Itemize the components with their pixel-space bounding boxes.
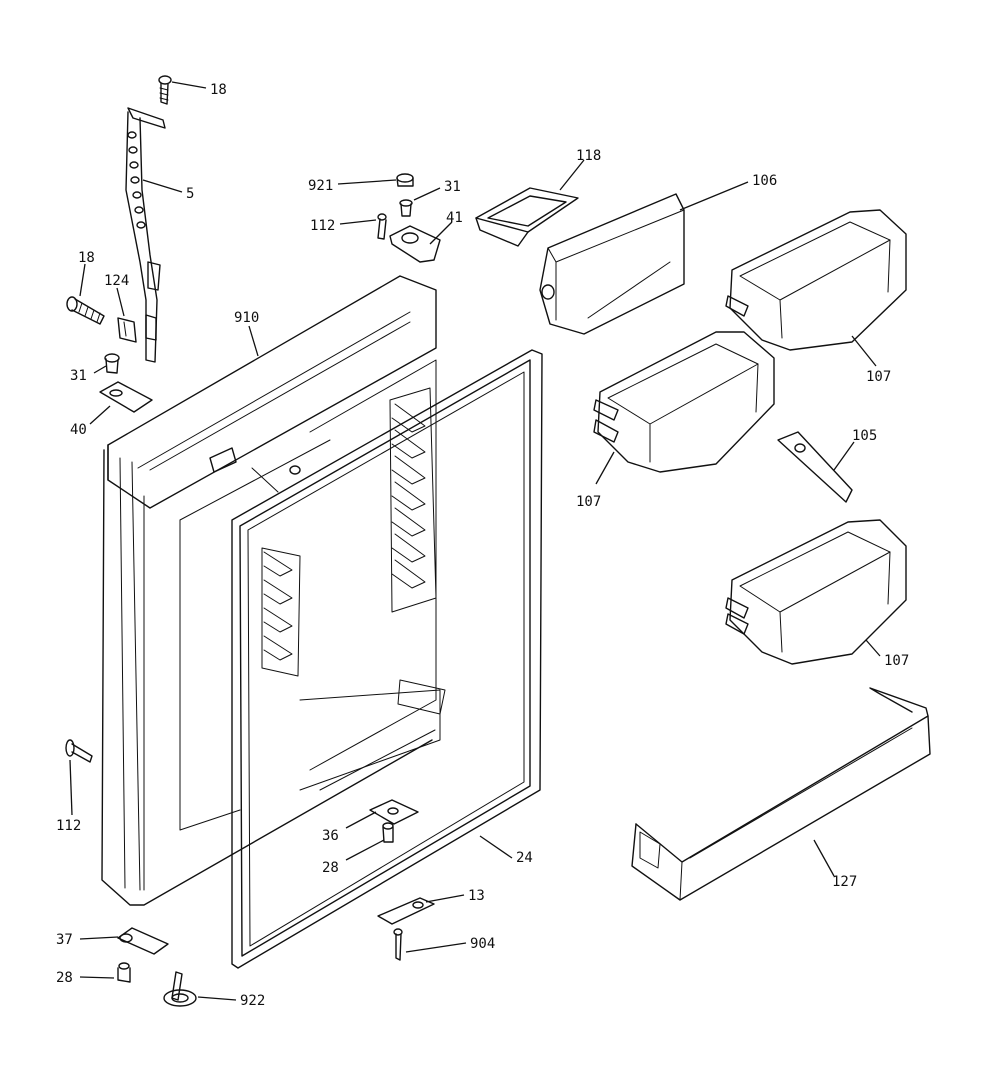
door-gasket-part xyxy=(231,349,543,969)
leader-28-center xyxy=(345,839,385,861)
callout-36: 36 xyxy=(322,828,339,844)
leader-41 xyxy=(429,221,453,245)
leader-910 xyxy=(248,325,259,357)
callout-37: 37 xyxy=(56,932,73,948)
bottom-hinge-hardware xyxy=(117,927,197,1007)
dairy-compartment-part xyxy=(539,193,685,335)
door-bin-part-lower xyxy=(725,519,907,665)
callout-18-top: 18 xyxy=(210,82,227,98)
door-screw-part xyxy=(65,739,93,763)
leader-28-bottom xyxy=(79,976,115,979)
center-hardware xyxy=(369,799,419,843)
callout-28-bottom: 28 xyxy=(56,970,73,986)
door-shelf-part xyxy=(631,687,931,901)
callout-118: 118 xyxy=(576,148,601,164)
leader-13 xyxy=(425,894,465,903)
leader-118 xyxy=(559,159,585,191)
leader-24 xyxy=(479,835,513,859)
leader-107-lower xyxy=(865,639,881,657)
door-bin-part-middle xyxy=(593,331,775,473)
callout-107-middle: 107 xyxy=(576,494,601,510)
callout-107-lower: 107 xyxy=(884,653,909,669)
callout-13: 13 xyxy=(468,888,485,904)
leader-31-left xyxy=(93,365,107,374)
callout-922: 922 xyxy=(240,993,265,1009)
callout-124: 124 xyxy=(104,273,129,289)
door-bin-part-upper xyxy=(725,209,907,351)
callout-107-upper: 107 xyxy=(866,369,891,385)
leader-37 xyxy=(79,936,119,940)
callout-24: 24 xyxy=(516,850,533,866)
leader-112-left xyxy=(69,759,73,816)
divider-part xyxy=(777,431,853,503)
leader-904 xyxy=(405,942,467,953)
lower-hardware xyxy=(377,897,435,961)
leader-31-top xyxy=(413,187,441,201)
leader-921 xyxy=(337,179,397,185)
leader-107-middle xyxy=(595,451,615,485)
callout-112-top: 112 xyxy=(310,218,335,234)
screw-part xyxy=(158,75,172,105)
leader-124 xyxy=(116,287,125,317)
small-hardware-top xyxy=(377,173,441,263)
callout-106: 106 xyxy=(752,173,777,189)
leader-5 xyxy=(142,179,183,193)
callout-921: 921 xyxy=(308,178,333,194)
callout-28-center: 28 xyxy=(322,860,339,876)
leader-106 xyxy=(679,181,749,211)
callout-31-top: 31 xyxy=(444,179,461,195)
callout-904: 904 xyxy=(470,936,495,952)
leader-36 xyxy=(345,811,377,829)
leader-18-top xyxy=(171,81,207,89)
leader-40 xyxy=(89,405,111,425)
callout-18-left: 18 xyxy=(78,250,95,266)
upper-hinge-part xyxy=(125,107,166,363)
bushing-part xyxy=(104,353,120,374)
callout-105: 105 xyxy=(852,428,877,444)
callout-41: 41 xyxy=(446,210,463,226)
leader-105 xyxy=(833,441,855,471)
clip-part xyxy=(117,317,137,343)
callout-127: 127 xyxy=(832,874,857,890)
callout-31-left: 31 xyxy=(70,368,87,384)
callout-112-left: 112 xyxy=(56,818,81,834)
leader-107-upper xyxy=(851,335,877,367)
door-liner-part xyxy=(261,387,446,791)
callout-5: 5 xyxy=(186,186,194,202)
dairy-lid-part xyxy=(475,187,579,247)
callout-40: 40 xyxy=(70,422,87,438)
leader-127 xyxy=(813,839,835,877)
plate-part xyxy=(99,381,153,413)
door-outer-part xyxy=(101,275,437,906)
callout-910: 910 xyxy=(234,310,259,326)
leader-18-left xyxy=(79,263,86,297)
leader-922 xyxy=(197,996,237,1001)
hinge-screw-part xyxy=(66,296,105,325)
leader-112-top xyxy=(339,219,377,225)
